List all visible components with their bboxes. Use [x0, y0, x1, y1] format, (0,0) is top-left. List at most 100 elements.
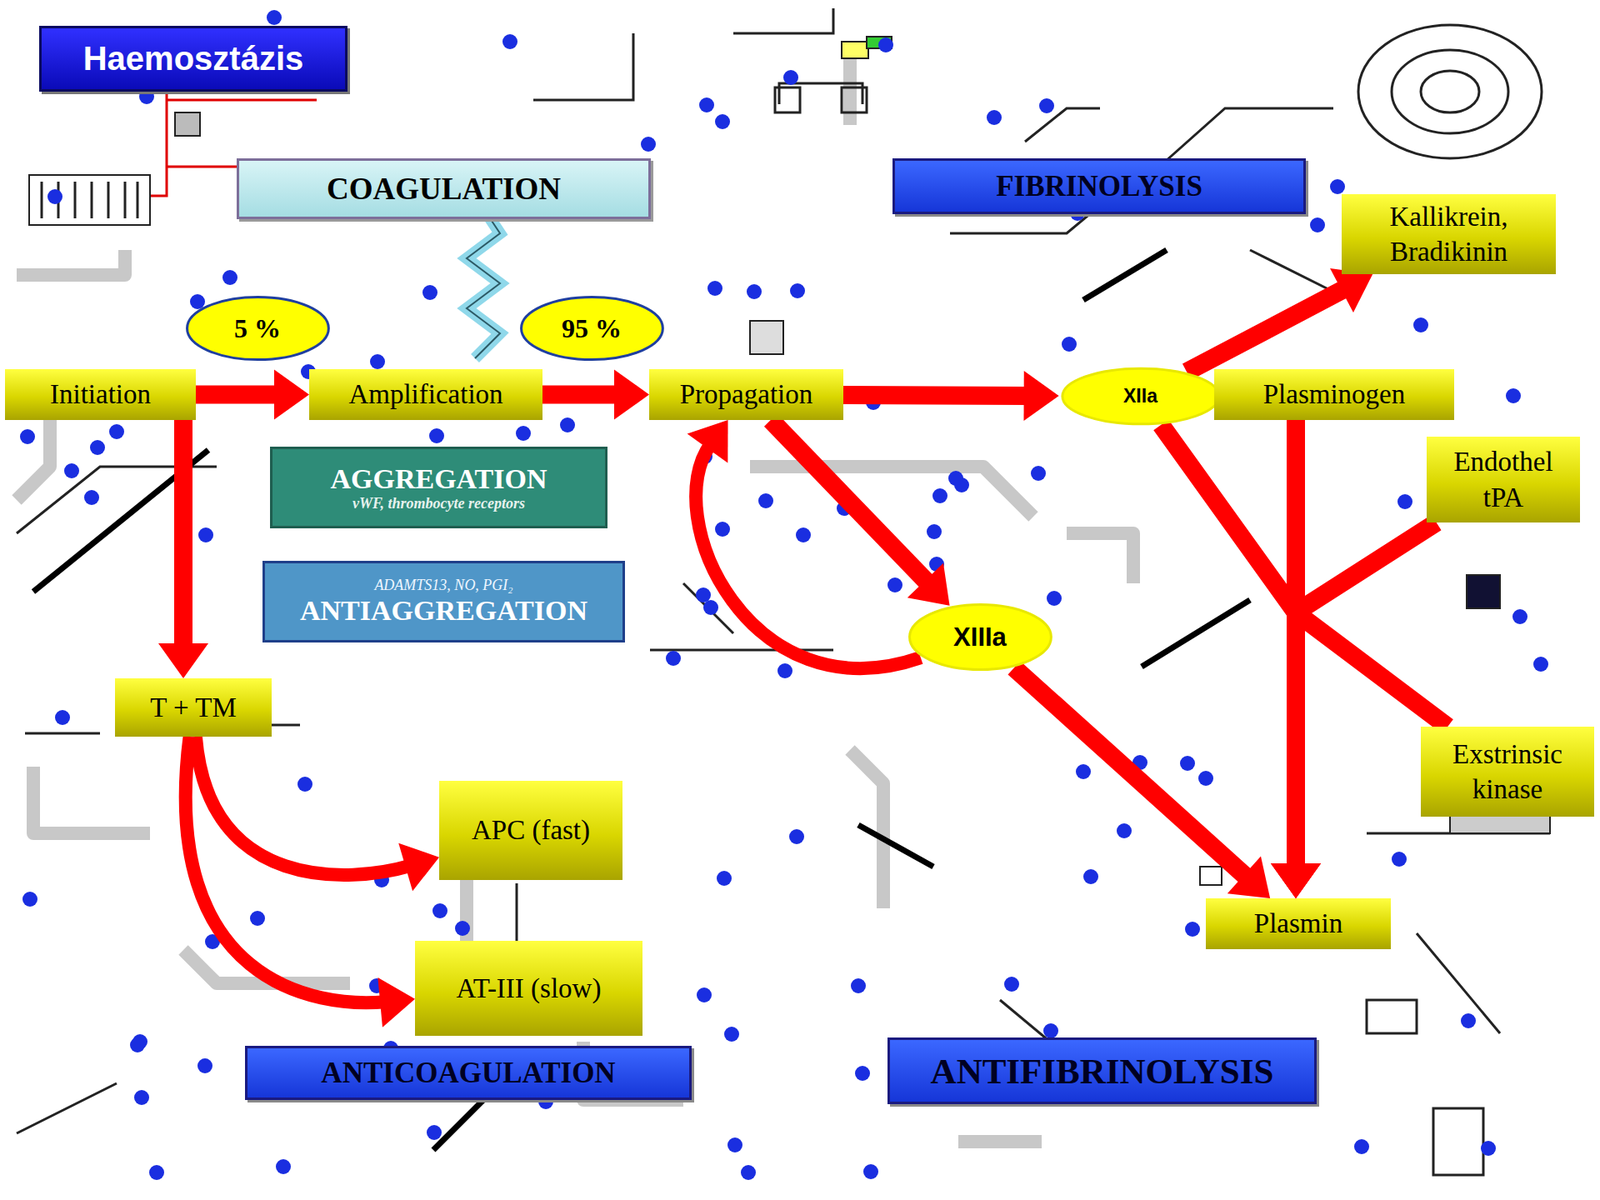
- dot: [1043, 1023, 1059, 1039]
- band-heading: FIBRINOLYSIS: [892, 158, 1306, 215]
- arrow-head: [687, 420, 729, 464]
- flow-arrow: [195, 736, 440, 891]
- process-box: Endothel tPA: [1426, 436, 1580, 523]
- node-text: AGGREGATION: [272, 462, 605, 495]
- flow-arrow: [185, 736, 415, 1028]
- arrow-shaft: [195, 385, 280, 405]
- dot: [850, 978, 866, 994]
- factor-ellipse: XIIIa: [906, 602, 1055, 672]
- dot: [795, 527, 811, 543]
- node-text: ANTIFIBRINOLYSIS: [890, 1050, 1315, 1092]
- dot: [1480, 1140, 1496, 1156]
- dot: [560, 417, 575, 433]
- process-box: Exstrinsic kinase: [1420, 726, 1595, 817]
- dot: [1180, 755, 1195, 771]
- dot: [707, 280, 723, 296]
- arrow-head: [158, 643, 209, 679]
- band-heading: ANTICOAGULATION: [245, 1045, 692, 1100]
- dot: [370, 354, 385, 370]
- dot: [250, 910, 265, 926]
- arrow-head: [1270, 863, 1321, 899]
- flow-arrow: [843, 370, 1060, 421]
- dot: [783, 70, 799, 85]
- arrow-head: [1270, 863, 1321, 899]
- dot: [502, 34, 518, 50]
- dot: [1046, 590, 1062, 606]
- dot: [432, 903, 448, 919]
- dot: [855, 1065, 870, 1081]
- dot: [948, 470, 964, 486]
- dot: [1030, 465, 1046, 481]
- factor-ellipse: XIIa: [1059, 366, 1223, 426]
- dot: [878, 37, 894, 53]
- dot: [1512, 609, 1528, 625]
- dot: [134, 1090, 150, 1105]
- node-text: Plasminogen: [1214, 376, 1455, 412]
- dot: [297, 776, 313, 792]
- title-box: Haemosztázis: [39, 25, 348, 92]
- dot: [696, 987, 712, 1003]
- dot: [1413, 317, 1429, 333]
- process-box: Amplification: [309, 369, 543, 420]
- dot: [275, 1159, 291, 1175]
- process-box: AT-III (slow): [415, 940, 643, 1036]
- process-box: Plasminogen: [1214, 369, 1455, 420]
- dot: [266, 10, 282, 25]
- arrow-shaft: [843, 385, 1030, 405]
- dot: [986, 110, 1002, 125]
- arrow-shaft: [174, 420, 193, 649]
- arrow-head: [274, 370, 310, 420]
- arrow-shaft: [695, 444, 921, 669]
- arrow-shaft: [542, 385, 620, 405]
- dot: [790, 283, 805, 299]
- dot: [932, 488, 948, 504]
- dot: [715, 114, 730, 130]
- flow-arrow: [195, 370, 310, 420]
- arrow-shaft: [1160, 425, 1296, 869]
- dot: [429, 428, 445, 444]
- flow-arrow: [1014, 667, 1270, 899]
- dot: [1083, 869, 1099, 885]
- dot: [640, 136, 656, 152]
- node-text: vWF, thrombocyte receptors: [272, 495, 605, 513]
- node-text: AT-III (slow): [415, 970, 643, 1006]
- dot: [699, 97, 715, 113]
- dot: [715, 521, 730, 537]
- arrow-shaft: [185, 736, 386, 1003]
- flow-arrow: [158, 420, 209, 679]
- dot: [515, 425, 531, 441]
- node-text: ADAMTS13, NO, PGI₂: [265, 576, 623, 595]
- dot: [1533, 656, 1549, 672]
- node-text: FIBRINOLYSIS: [895, 170, 1304, 204]
- flow-arrow: [1186, 268, 1373, 372]
- dot: [695, 587, 711, 603]
- dot: [190, 294, 205, 310]
- dot: [724, 1026, 740, 1042]
- flow-arrow: [770, 420, 950, 606]
- flow-arrow: [687, 420, 921, 669]
- dot: [455, 920, 470, 936]
- node-text: Kallikrein, Bradikinin: [1341, 199, 1556, 270]
- node-text: XIIa: [1059, 385, 1223, 408]
- dot: [1198, 770, 1214, 786]
- arrow-head: [907, 563, 950, 606]
- dot: [703, 600, 719, 615]
- antiaggregation-box: ADAMTS13, NO, PGI₂ANTIAGGREGATION: [262, 560, 625, 643]
- node-text: COAGULATION: [239, 170, 649, 207]
- dot: [109, 424, 125, 440]
- process-box: Initiation: [5, 369, 196, 420]
- process-box: Plasmin: [1205, 898, 1391, 950]
- arrow-shaft: [1014, 667, 1249, 879]
- dot: [665, 650, 681, 666]
- flow-arrow: [542, 370, 650, 420]
- dot: [758, 493, 774, 509]
- node-text: Exstrinsic kinase: [1420, 736, 1595, 807]
- dot: [1061, 336, 1077, 352]
- dot: [777, 663, 793, 679]
- dot: [130, 1037, 145, 1053]
- dot: [716, 870, 732, 886]
- arrow-head: [1270, 863, 1321, 899]
- dot: [746, 284, 762, 300]
- dot: [727, 1137, 743, 1153]
